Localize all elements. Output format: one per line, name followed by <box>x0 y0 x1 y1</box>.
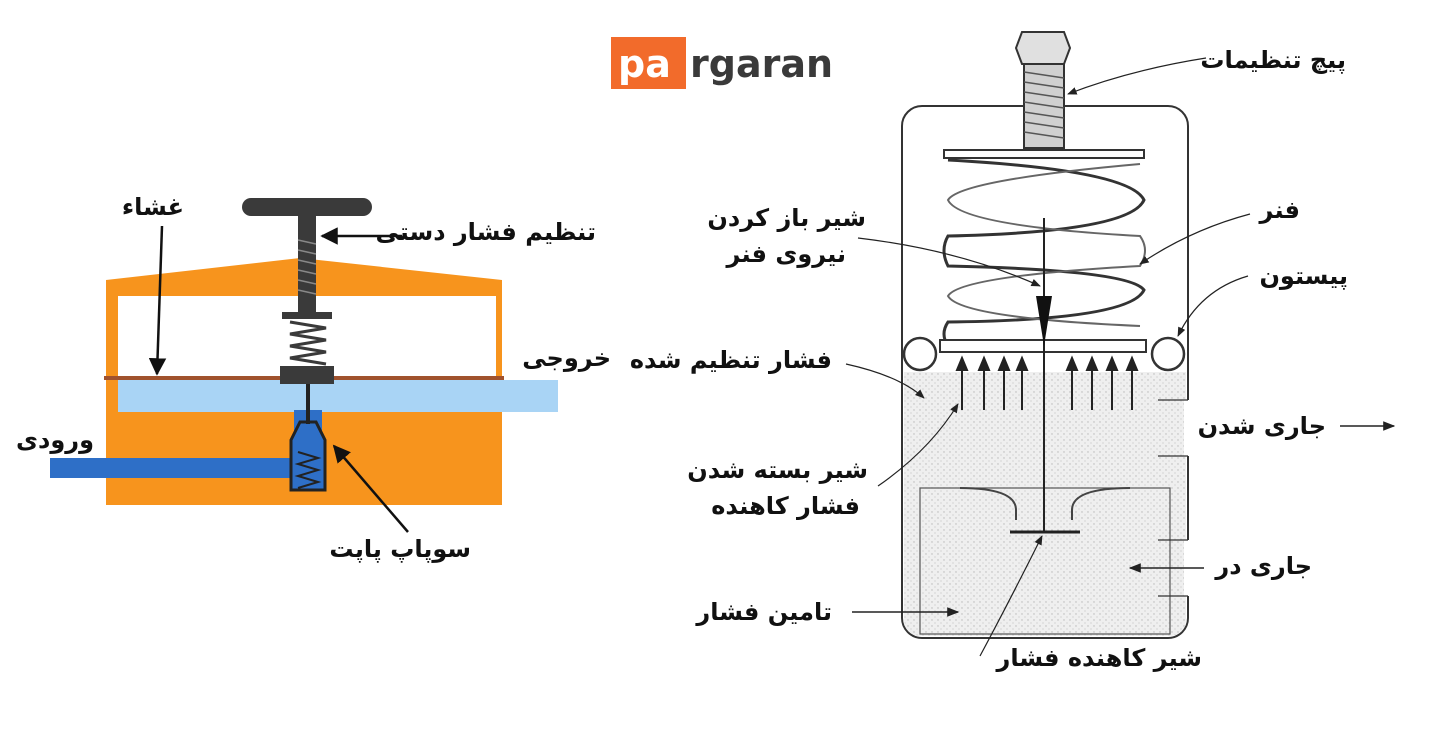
label-current-flow: جاری شدن <box>1198 412 1326 440</box>
main-spring <box>289 320 327 366</box>
diaphragm-plate <box>280 366 334 384</box>
label-spring: فنر <box>1259 196 1300 224</box>
screw-body <box>1023 63 1065 149</box>
regulated-pressure-arrows <box>955 355 1139 410</box>
label-flow-in: جاری در <box>1214 552 1312 580</box>
logo-badge <box>611 37 686 89</box>
label-valve-open-2: نیروی فنر <box>726 240 846 268</box>
leader-valve-open <box>857 237 1041 287</box>
label-valve-close-2: فشار کاهنده <box>711 492 860 520</box>
screw-head <box>1014 31 1072 65</box>
piston-seal-left <box>902 336 938 372</box>
spring-top-plate <box>943 149 1145 159</box>
left-regulator: غشاء تنظیم فشار دستی خروجی ورودی سوپاپ پ… <box>16 193 611 563</box>
label-inlet: ورودی <box>16 426 94 454</box>
leader-membrane <box>148 225 167 376</box>
label-piston: پیستون <box>1259 262 1348 290</box>
knob-threads <box>297 239 317 295</box>
leader-reducing-valve <box>979 535 1043 657</box>
right-spring-back <box>946 163 1146 327</box>
label-reducing-valve: شیر کاهنده فشار <box>996 644 1202 672</box>
outlet-chamber <box>118 380 558 412</box>
poppet-spring <box>294 451 322 489</box>
label-outlet: خروجی <box>522 344 611 372</box>
screw-threads <box>1023 71 1065 139</box>
spring-force-arrow <box>1036 296 1052 346</box>
pargaran-logo: pa rgaran <box>611 37 833 89</box>
label-poppet-valve: سوپاپ پاپت <box>329 535 471 563</box>
logo-part2: rgaran <box>690 42 833 86</box>
label-membrane: غشاء <box>122 193 184 221</box>
leader-valve-close <box>877 403 959 487</box>
outlet-port-gap <box>1184 400 1192 456</box>
leader-poppet-valve <box>332 444 409 533</box>
piston-seal-right <box>1150 336 1186 372</box>
leader-regulated-pressure <box>845 363 925 399</box>
inlet-pipe <box>50 458 302 478</box>
label-pressure-supply: تامین فشار <box>695 598 832 626</box>
label-regulated-pressure: فشار تنظیم شده <box>630 346 832 374</box>
leader-piston <box>1177 275 1249 337</box>
right-spring <box>942 158 1146 347</box>
right-regulator: پیچ تنظیمات فنر شیر باز کردن نیروی فنر پ… <box>630 31 1396 672</box>
label-valve-close-1: شیر بسته شدن <box>687 456 868 484</box>
spring-plate-top <box>282 312 332 319</box>
valve-seat-right <box>1071 487 1131 520</box>
label-adjust-screw: پیچ تنظیمات <box>1200 46 1346 74</box>
leader-adjust-screw <box>1067 57 1207 95</box>
adjust-knob[interactable] <box>242 198 372 216</box>
label-manual-adjust: تنظیم فشار دستی <box>376 218 596 246</box>
valve-seat-left <box>959 487 1017 520</box>
logo-part1: pa <box>618 42 671 86</box>
port-lines <box>1158 399 1188 597</box>
label-valve-open-1: شیر باز کردن <box>707 204 866 232</box>
knob-stem <box>298 214 316 314</box>
leader-spring <box>1139 213 1251 265</box>
